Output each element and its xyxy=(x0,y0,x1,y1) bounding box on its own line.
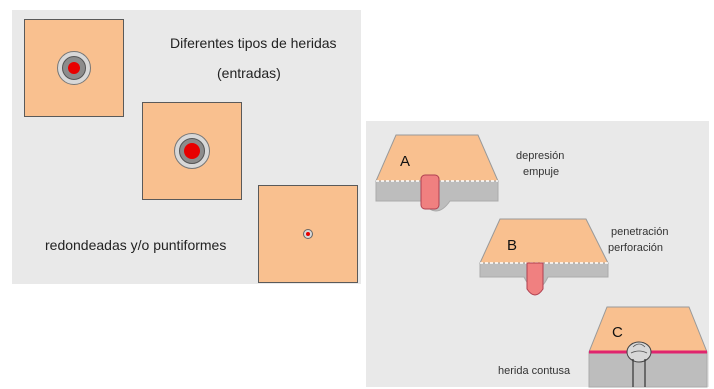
diagram-title: Diferentes tipos de heridas xyxy=(170,35,337,51)
label-letter-c: C xyxy=(612,324,623,341)
label-a-line1: depresión xyxy=(516,150,565,162)
wound-center xyxy=(306,232,310,236)
label-b-line1: penetración xyxy=(611,226,669,238)
skin-block-b xyxy=(479,218,609,296)
shape-caption: redondeadas y/o puntiformes xyxy=(45,237,227,253)
wound-tile-3 xyxy=(258,185,358,283)
wound-tile-1 xyxy=(24,19,124,117)
right-panel: A depresión empuje B penetración perfora… xyxy=(366,121,709,388)
wound-tile-2 xyxy=(142,102,242,200)
label-letter-b: B xyxy=(507,237,518,254)
wound-center xyxy=(68,62,80,74)
skin-block-a xyxy=(375,134,499,212)
label-a-line2: empuje xyxy=(523,166,560,178)
label-b-line2: perforación xyxy=(608,242,664,254)
label-letter-a: A xyxy=(400,153,411,170)
label-c-line1: herida contusa xyxy=(498,365,571,377)
skin-block-c xyxy=(588,306,708,388)
diagram-subtitle: (entradas) xyxy=(217,65,281,81)
left-panel: Diferentes tipos de heridas (entradas) r… xyxy=(12,10,361,284)
wound-center xyxy=(184,143,200,159)
